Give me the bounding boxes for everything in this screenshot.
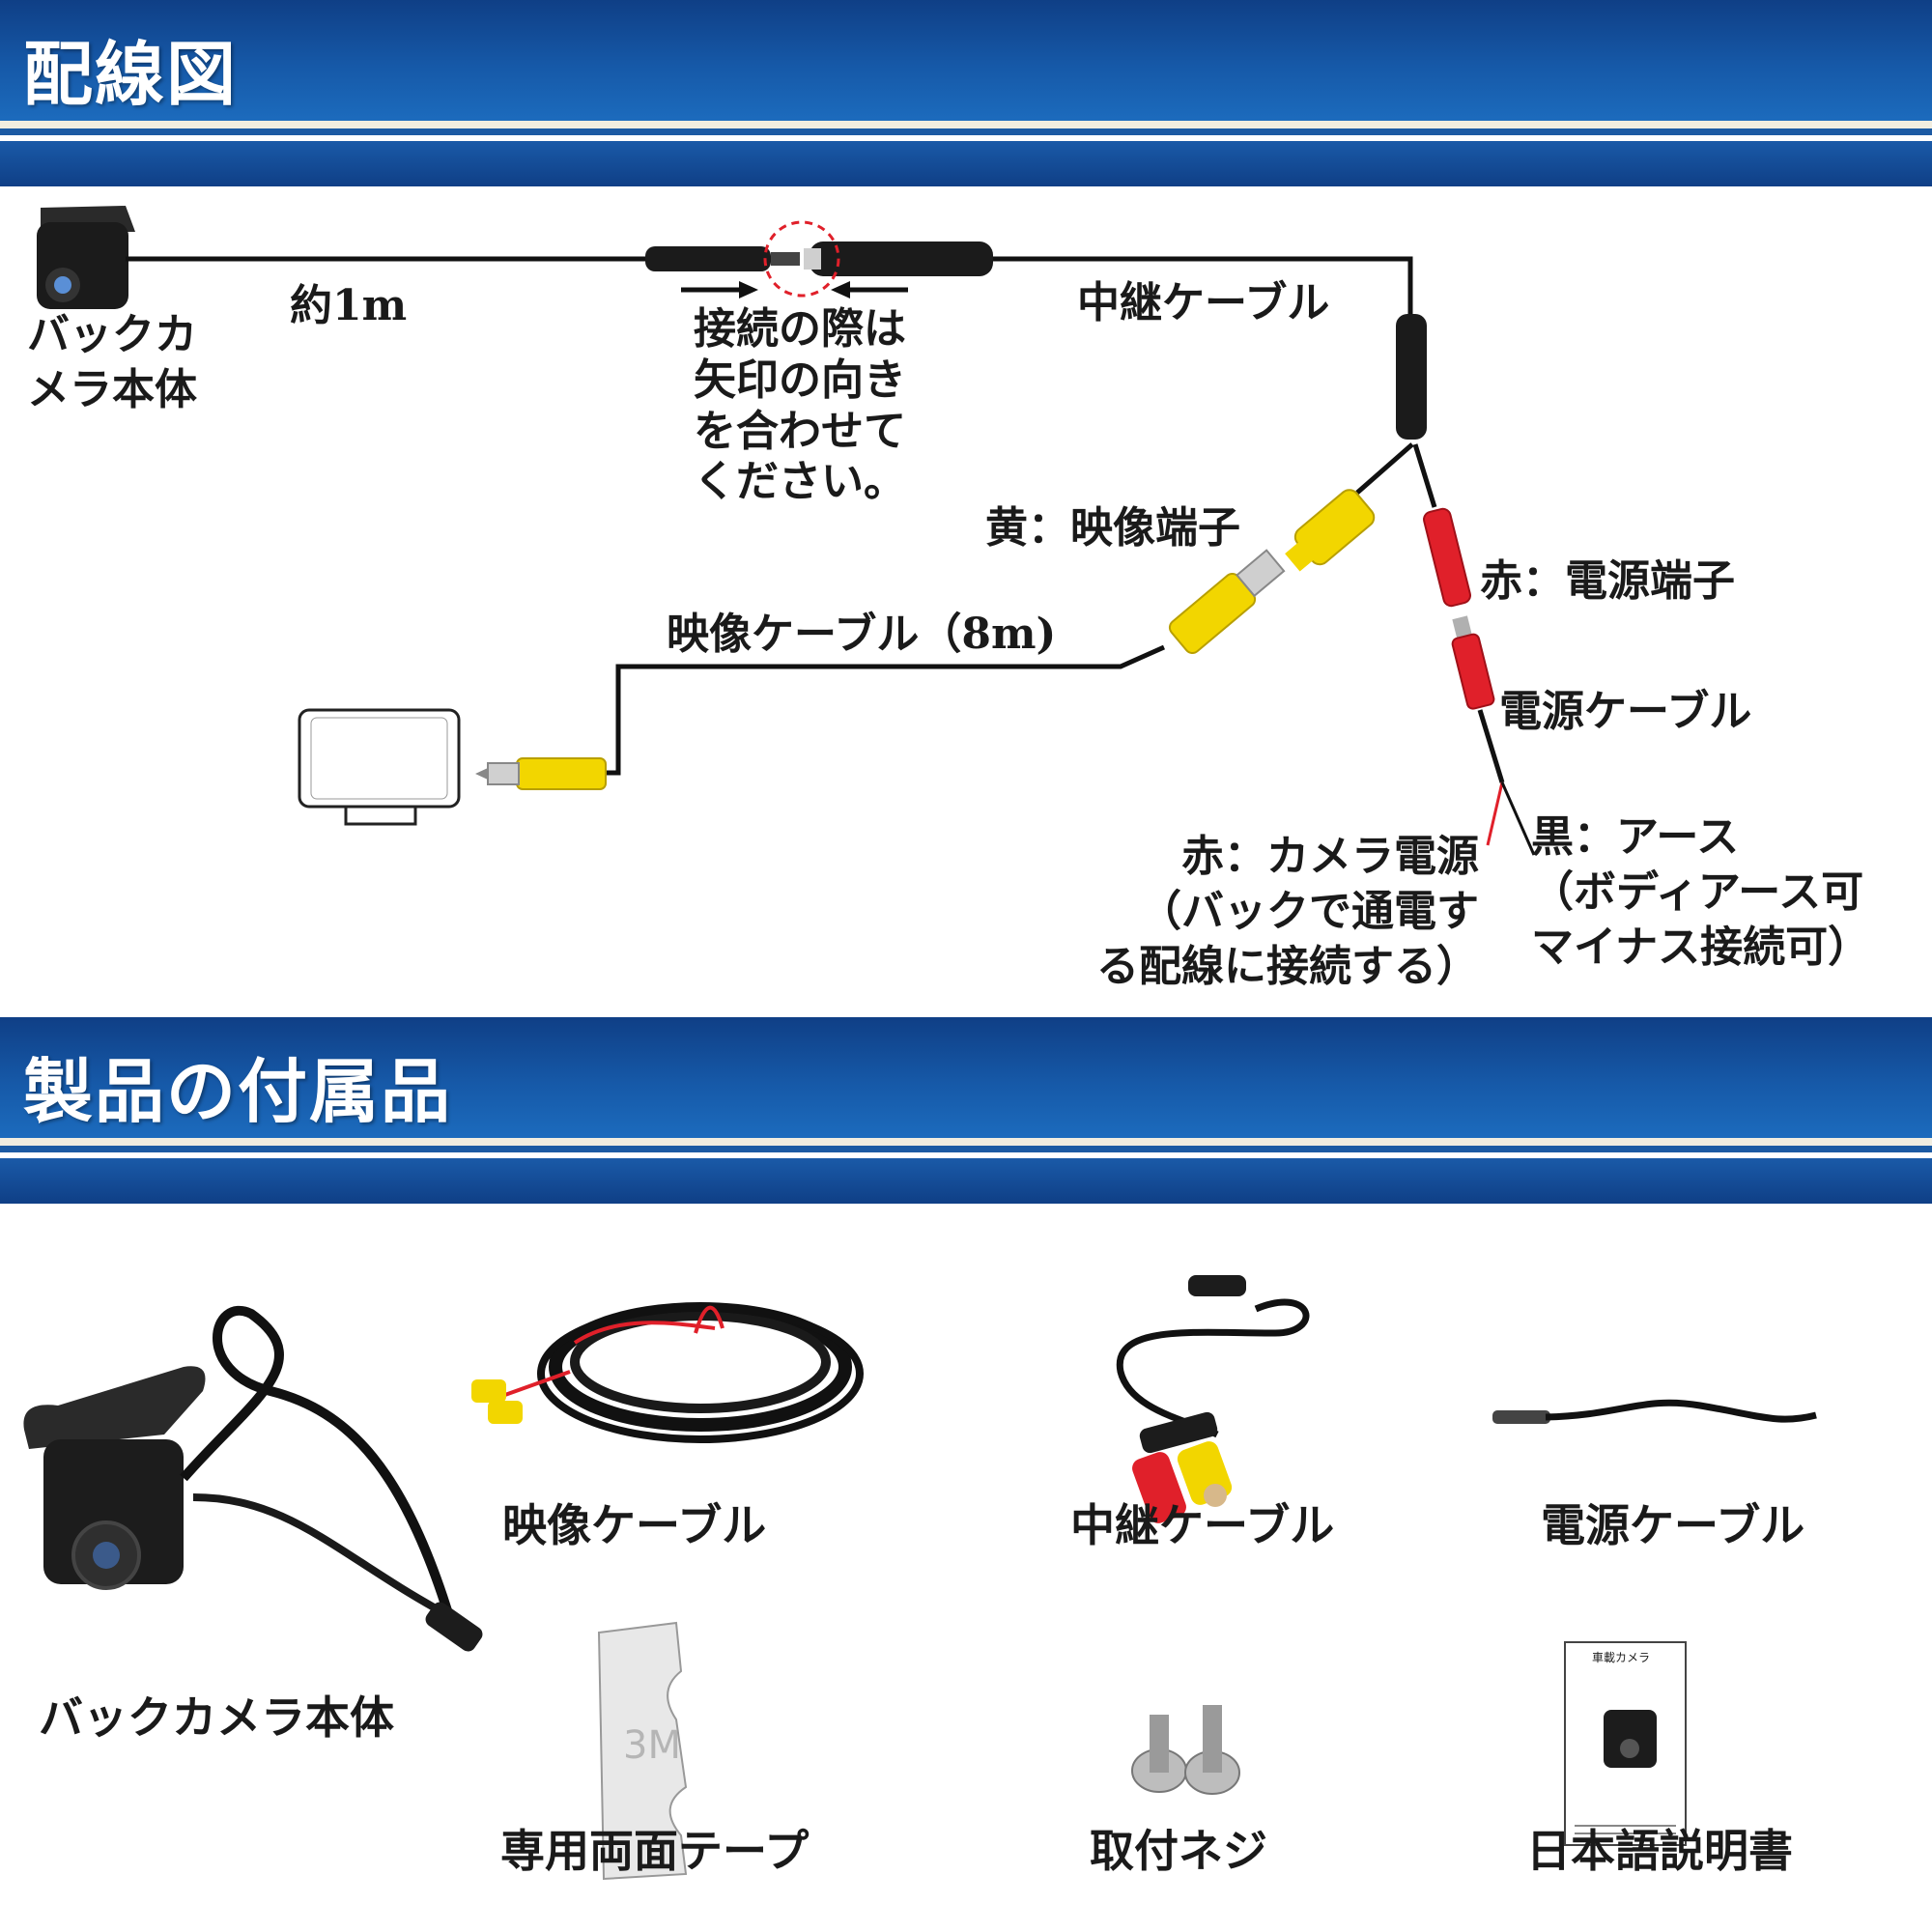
screws-icon	[1131, 1705, 1240, 1795]
video-cable-coil-icon	[471, 1302, 864, 1443]
banner-background	[0, 1017, 1932, 1138]
power-cable-label: 電源ケーブル	[1499, 687, 1752, 736]
accessories-illustrations: 3M 車載カメラ	[23, 1275, 1817, 1881]
connection-note: 接続の際は 矢印の向き を合わせて ください。	[694, 304, 906, 507]
female-connector-icon	[804, 242, 993, 276]
connection-highlight	[763, 220, 840, 298]
yellow-rca-female-icon	[1285, 489, 1376, 572]
relay-video-branch	[1355, 442, 1414, 495]
red-wire	[1486, 781, 1504, 846]
manual-header-text: 車載カメラ	[1592, 1651, 1650, 1664]
double-sided-tape-icon: 3M	[597, 1621, 688, 1881]
banner-stripe	[0, 135, 1932, 141]
cable-length-label: 約1m	[290, 281, 408, 330]
red-connector-male-icon	[1451, 615, 1495, 710]
monitor-rca-plug-icon	[475, 757, 607, 790]
banner-stripe	[0, 141, 1932, 186]
manual-item-label: 日本語説明書	[1526, 1825, 1793, 1877]
male-connector-icon	[645, 246, 800, 271]
black-wire	[1500, 781, 1536, 856]
power-cable-line	[1477, 709, 1505, 783]
monitor-icon	[298, 708, 461, 826]
banner-stripe	[0, 1146, 1932, 1152]
red-connector-female-icon	[1423, 507, 1471, 608]
relay-cable-icon	[1116, 1275, 1310, 1523]
banner-background	[0, 0, 1932, 121]
wiring-section-title: 配線図	[23, 33, 239, 115]
accessories-section-banner: 製品の付属品	[0, 1017, 1932, 1206]
camera-body-icon	[23, 1305, 483, 1652]
wiring-diagram	[37, 206, 1536, 856]
tape-item-label: 専用両面テープ	[500, 1825, 810, 1877]
banner-stripe	[0, 121, 1932, 128]
camera-body-label: バックカ メラ本体	[27, 310, 197, 415]
black-ground-label: 黒：アース （ボディアース可 マイナス接続可）	[1531, 812, 1871, 973]
video-cable-item-label: 映像ケーブル	[502, 1499, 767, 1551]
relay-cable-junction	[1396, 314, 1427, 440]
svg-text:3M: 3M	[623, 1723, 681, 1768]
relay-power-branch	[1412, 443, 1437, 508]
yellow-rca-male-icon	[1168, 549, 1286, 654]
accessories-section-title: 製品の付属品	[23, 1050, 453, 1132]
yellow-terminal-label: 黄：映像端子	[985, 503, 1240, 553]
video-cable-label: 映像ケーブル（8m)	[667, 610, 1057, 659]
power-cable-item-label: 電源ケーブル	[1541, 1499, 1805, 1551]
banner-stripe	[0, 1152, 1932, 1158]
banner-stripe	[0, 1158, 1932, 1204]
wiring-section-banner: 配線図	[0, 0, 1932, 188]
relay-cable-label: 中継ケーブル	[1077, 278, 1330, 327]
video-cable-line	[604, 644, 1166, 776]
relay-cable-line	[993, 256, 1413, 319]
camera-icon	[37, 206, 135, 309]
red-terminal-label: 赤：電源端子	[1480, 556, 1735, 606]
screws-item-label: 取付ネジ	[1090, 1825, 1267, 1877]
power-cable-icon	[1492, 1399, 1817, 1424]
manual-icon: 車載カメラ	[1564, 1641, 1687, 1846]
banner-stripe	[0, 128, 1932, 135]
relay-cable-item-label: 中継ケーブル	[1070, 1499, 1335, 1551]
arrow-left-icon	[831, 281, 908, 298]
arrow-right-icon	[681, 281, 758, 298]
banner-stripe	[0, 1138, 1932, 1146]
camera-body-item-label: バックカメラ本体	[39, 1691, 394, 1744]
red-power-label: 赤：カメラ電源 （バックで通電す る配線に接続する）	[1096, 832, 1479, 992]
